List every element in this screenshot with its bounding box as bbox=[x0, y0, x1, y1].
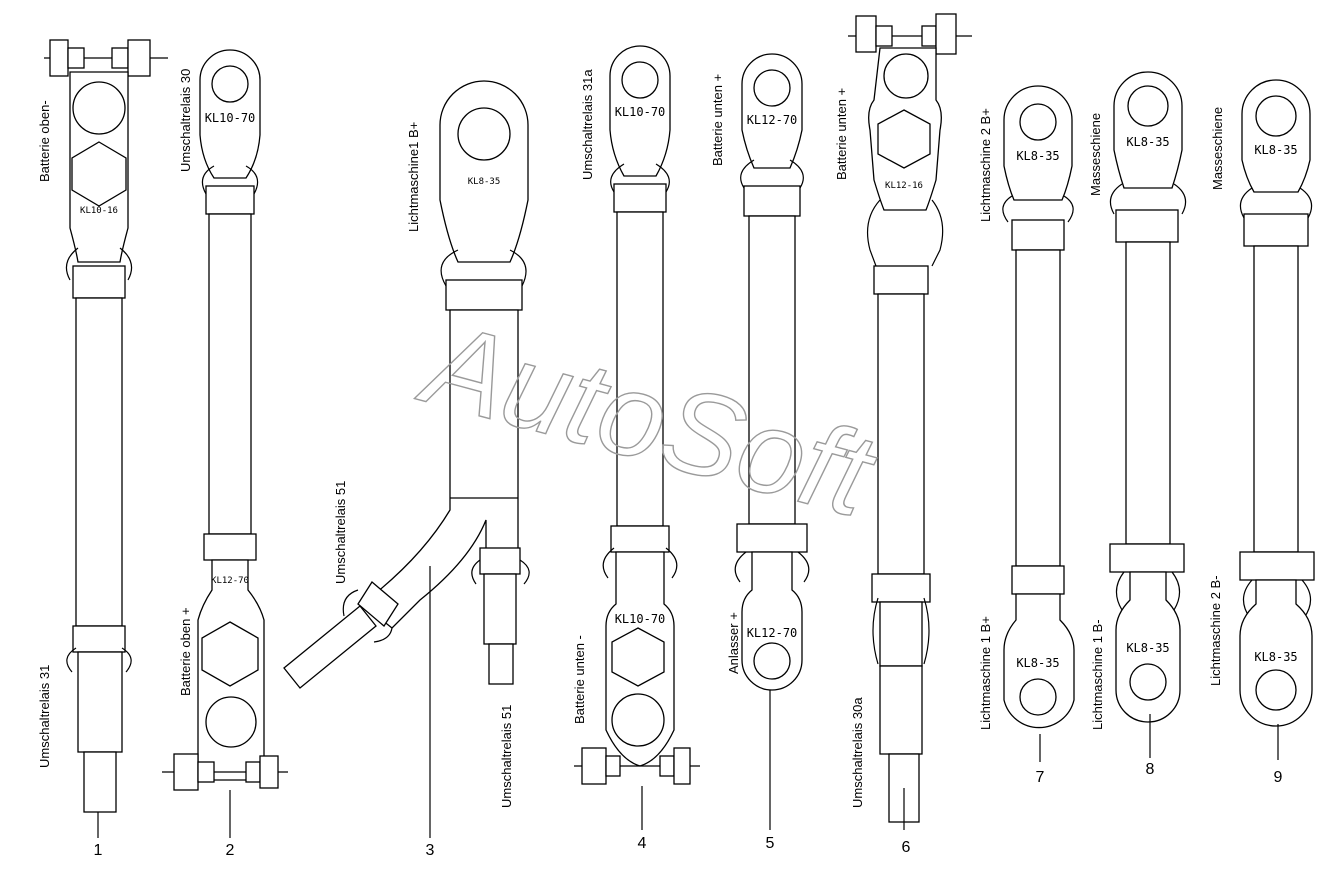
cable-2-top-label: Umschaltrelais 30 bbox=[178, 69, 193, 172]
cable-5-bottom-code: KL12-70 bbox=[747, 626, 798, 640]
cable-7-bottom-code: KL8-35 bbox=[1016, 656, 1059, 670]
cable-2-bottom-code: KL12-70 bbox=[211, 576, 249, 586]
cable-5-number: 5 bbox=[766, 835, 775, 852]
cable-8-number: 8 bbox=[1146, 761, 1155, 778]
cable-5-top-code: KL12-70 bbox=[747, 113, 798, 127]
cable-7: KL8-35 KL8-35 Lichtmaschine 2 B+ Lichtma… bbox=[978, 85, 1075, 786]
cable-8: KL8-35 KL8-35 Masseschiene Lichtmaschine… bbox=[1088, 71, 1187, 778]
cable-6-top-code: KL12-16 bbox=[885, 181, 923, 191]
cable-3: KL8-35 Lichtmaschine1 B+ Umschaltrelais … bbox=[283, 80, 530, 859]
cable-9-number: 9 bbox=[1274, 769, 1283, 786]
cable-4: KL10-70 KL10-70 Umschaltrelais 31a Batte… bbox=[572, 45, 700, 852]
cable-3-bottom-label: Umschaltrelais 51 bbox=[499, 705, 514, 808]
cable-1-top-label: Batterie oben- bbox=[37, 100, 52, 182]
cable-6-bottom-label: Umschaltrelais 30a bbox=[850, 697, 865, 808]
cable-2-bottom-label: Batterie oben + bbox=[178, 607, 193, 696]
cable-8-top-label: Masseschiene bbox=[1088, 113, 1103, 196]
cable-5: KL12-70 KL12-70 Batterie unten + Anlasse… bbox=[710, 53, 810, 852]
cable-5-bottom-label: Anlasser + bbox=[726, 612, 741, 674]
cable-9-top-label: Masseschiene bbox=[1210, 107, 1225, 190]
cable-2-number: 2 bbox=[226, 842, 235, 859]
cable-4-top-label: Umschaltrelais 31a bbox=[580, 69, 595, 180]
cable-7-top-code: KL8-35 bbox=[1016, 149, 1059, 163]
cable-8-top-code: KL8-35 bbox=[1126, 135, 1169, 149]
cable-9: KL8-35 KL8-35 Masseschiene Lichtmaschine… bbox=[1208, 79, 1315, 786]
cable-3-branch-label: Umschaltrelais 51 bbox=[333, 481, 348, 584]
cable-4-bottom-code: KL10-70 bbox=[615, 612, 666, 626]
cable-7-top-label: Lichtmaschine 2 B+ bbox=[978, 108, 993, 222]
cable-6-number: 6 bbox=[902, 839, 911, 856]
cable-5-top-label: Batterie unten + bbox=[710, 74, 725, 166]
cable-2-top-code: KL10-70 bbox=[205, 111, 256, 125]
cable-3-number: 3 bbox=[426, 842, 435, 859]
cable-6: KL12-16 Batterie unten + Umschaltrelais … bbox=[834, 13, 972, 856]
cable-7-number: 7 bbox=[1036, 769, 1045, 786]
cable-1-top-code: KL10-16 bbox=[80, 206, 118, 216]
cable-8-bottom-label: Lichtmaschine 1 B- bbox=[1090, 619, 1105, 730]
cable-6-top-label: Batterie unten + bbox=[834, 88, 849, 180]
cable-1-bottom-label: Umschaltrelais 31 bbox=[37, 665, 52, 768]
cable-3-top-label: Lichtmaschine1 B+ bbox=[406, 122, 421, 232]
cable-1: KL10-16 Batterie oben- Umschaltrelais 31… bbox=[37, 39, 168, 859]
cable-9-top-code: KL8-35 bbox=[1254, 143, 1297, 157]
cable-9-bottom-label: Lichtmaschine 2 B- bbox=[1208, 575, 1223, 686]
cable-8-bottom-code: KL8-35 bbox=[1126, 641, 1169, 655]
cable-4-number: 4 bbox=[638, 835, 647, 852]
cable-4-bottom-label: Batterie unten - bbox=[572, 635, 587, 724]
cable-9-bottom-code: KL8-35 bbox=[1254, 650, 1297, 664]
cable-1-number: 1 bbox=[94, 842, 103, 859]
cable-7-bottom-label: Lichtmaschine 1 B+ bbox=[978, 616, 993, 730]
cable-3-top-code: KL8-35 bbox=[468, 177, 501, 187]
cable-2: KL10-70 KL12-70 Umschaltrelais 30 Batter… bbox=[162, 49, 288, 859]
cable-4-top-code: KL10-70 bbox=[615, 105, 666, 119]
